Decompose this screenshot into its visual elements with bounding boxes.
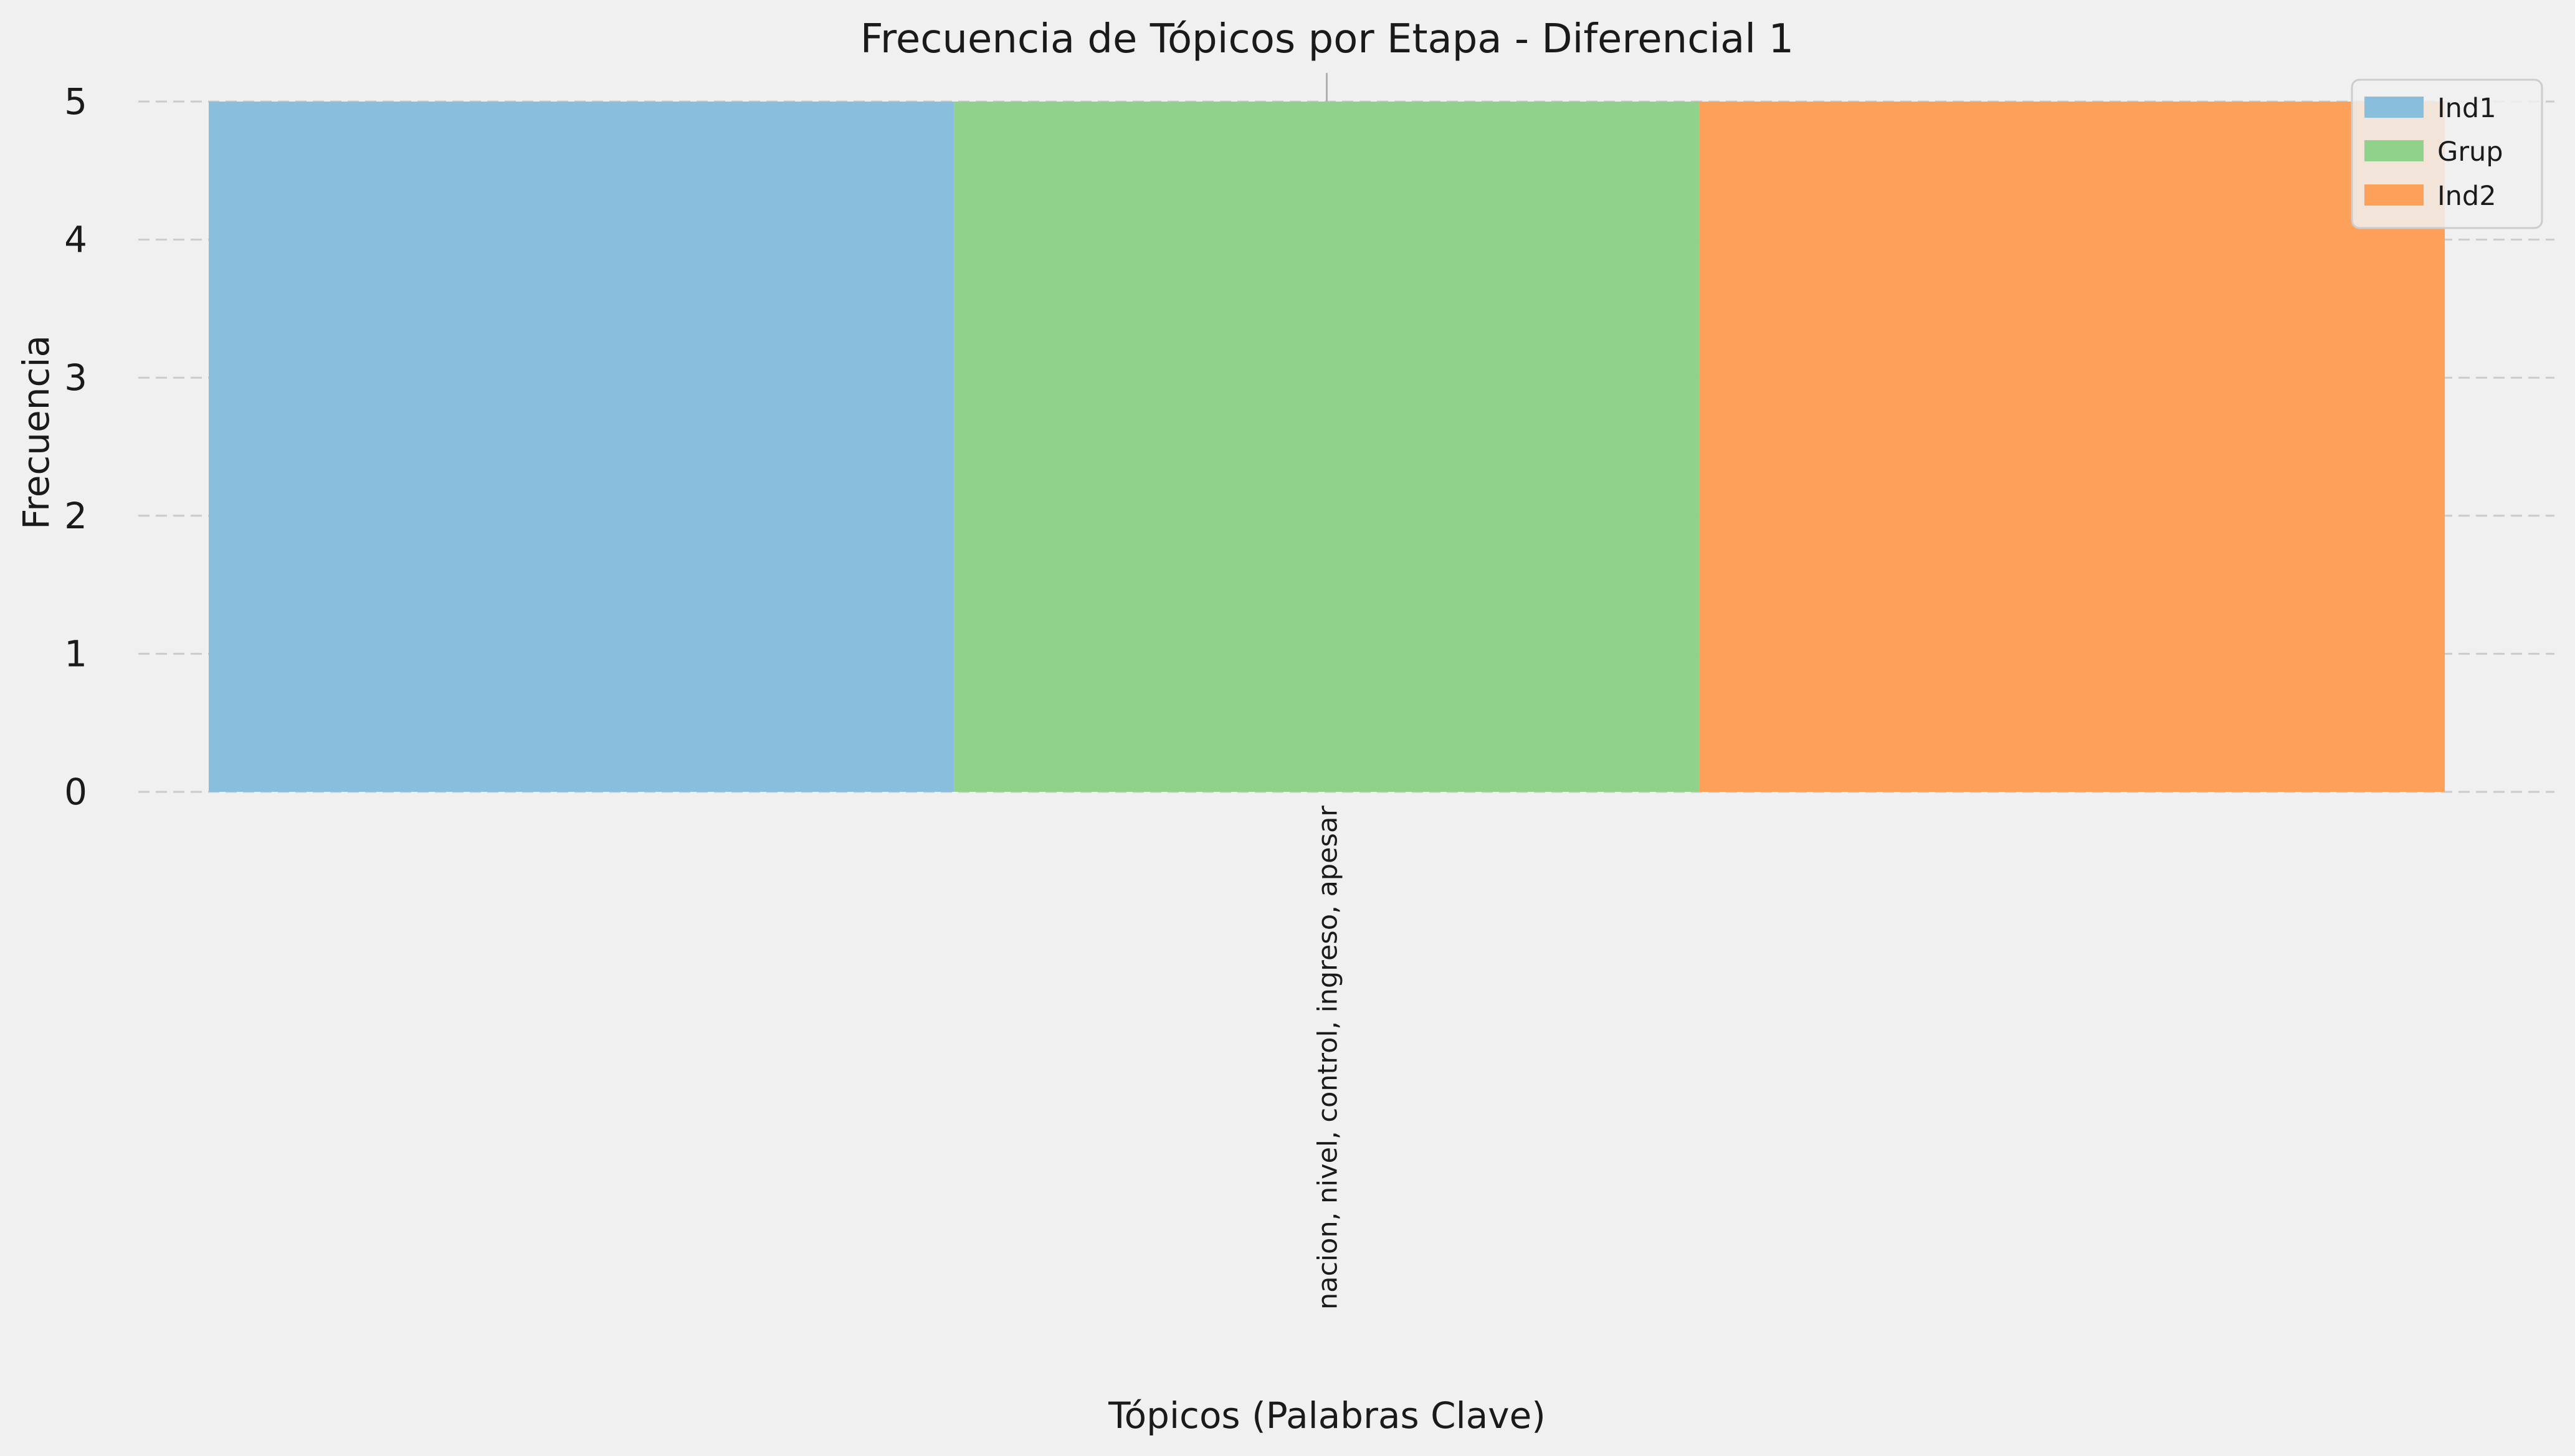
bar-grup <box>954 102 1700 792</box>
y-tick-label: 1 <box>64 632 87 675</box>
y-tick-labels: 0 1 2 3 4 5 <box>64 80 87 813</box>
legend-label: Ind2 <box>2437 181 2496 212</box>
y-tick-label: 2 <box>64 495 87 537</box>
x-tick-label: nacion, nivel, control, ingreso, apesar <box>1313 806 1344 1310</box>
legend[interactable]: Ind1 Grup Ind2 <box>2351 79 2543 229</box>
legend-swatch <box>2364 140 2424 161</box>
bar-ind1 <box>209 102 954 792</box>
y-tick-label: 0 <box>64 771 87 813</box>
y-tick-label: 4 <box>64 219 87 261</box>
legend-swatch <box>2364 97 2424 118</box>
y-axis-label: Frecuencia <box>15 335 57 530</box>
bars <box>209 102 2445 792</box>
legend-label: Ind1 <box>2437 93 2496 124</box>
legend-label: Grup <box>2437 136 2503 168</box>
x-axis-label: Tópicos (Palabras Clave) <box>1108 1394 1546 1437</box>
y-tick-label: 5 <box>64 80 87 123</box>
bar-ind2 <box>1699 102 2445 792</box>
chart-title: Frecuencia de Tópicos por Etapa - Difere… <box>860 16 1794 62</box>
y-tick-label: 3 <box>64 356 87 399</box>
legend-swatch <box>2364 184 2424 206</box>
